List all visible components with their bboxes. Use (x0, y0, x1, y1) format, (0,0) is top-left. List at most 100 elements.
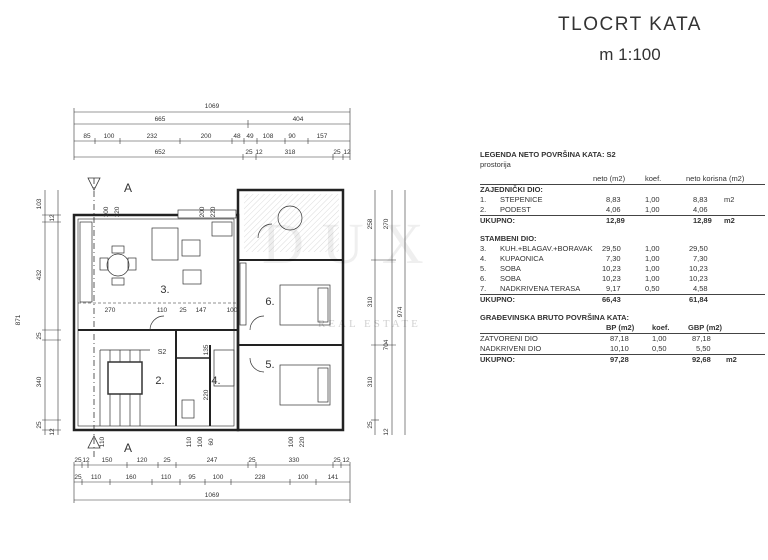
dim-bottom-row2-3: 110 (161, 474, 172, 481)
dim-top-row3-1: 100 (104, 133, 115, 140)
dining-table-icon (106, 253, 130, 277)
dim-left-5: 340 (36, 376, 43, 387)
dim-inner-0: 270 (105, 307, 116, 314)
col-koef2: koef. (652, 323, 670, 332)
legend-row: 6. SOBA 10,23 1,00 10,23 (480, 274, 708, 283)
section-a-top: A (124, 181, 132, 195)
dim-top-overall: 1069 (205, 103, 220, 110)
bruto-title: GRAĐEVINSKA BRUTO POVRŠINA KATA: (480, 313, 630, 322)
wardrobe-icon (239, 262, 247, 326)
col-neto: neto (m2) (593, 174, 626, 183)
section-a-bottom: A (124, 441, 132, 455)
dim-right-2: 310 (367, 296, 374, 307)
room-label-2: 2. (155, 375, 164, 387)
dim-top-row3-7: 90 (288, 133, 296, 140)
bathtub-icon (213, 349, 235, 387)
dim-top-row2-1: 404 (293, 116, 304, 123)
zajednicki-total: UKUPNO: 12,89 12,89 m2 (480, 216, 735, 225)
dim-left-1: 12 (49, 214, 56, 222)
legend-row: 1. STEPENICE 8,83 1,00 8,83 m2 (480, 195, 735, 204)
dim-bottom-overall: 1069 (205, 492, 220, 499)
legend-row: 4. KUPAONICA 7,30 1,00 7,30 (480, 254, 708, 263)
dim-top-row4-1: 25 (245, 149, 253, 156)
dim-right-7: 12 (383, 428, 390, 436)
dim-inner-2: 25 (179, 307, 187, 314)
col-korisna: neto korisna (m2) (686, 174, 745, 183)
dim-bottom-row1-5: 247 (207, 457, 218, 464)
dim-top-row3-3: 200 (201, 133, 212, 140)
dim-bottom-row1-6: 25 (248, 457, 256, 464)
dim-right-5: 310 (367, 376, 374, 387)
stair-label: S2 (158, 349, 167, 356)
bed-room5-icon (279, 364, 331, 406)
dim-inner-1: 110 (157, 307, 168, 314)
dim-top-row3-5: 49 (246, 133, 254, 140)
dim-open-9: 220 (299, 436, 306, 447)
watermark-logo: DUX (262, 211, 442, 276)
dim-bottom-row1-8: 25 (333, 457, 341, 464)
dim-bottom-row1-2: 150 (102, 457, 113, 464)
legend-row: NADKRIVENI DIO 10,10 0,50 5,50 (480, 344, 711, 353)
table-icon (181, 239, 201, 257)
room-label-5: 5. (265, 359, 274, 371)
dim-top-row4-5: 12 (343, 149, 351, 156)
dim-bottom-row1-9: 12 (342, 457, 350, 464)
dim-left-7: 12 (49, 428, 56, 436)
dim-bottom-row2-8: 141 (328, 474, 339, 481)
dim-bottom-row2-5: 100 (213, 474, 224, 481)
bottom-dimensions (73, 462, 351, 503)
sofa-icon (151, 227, 179, 261)
dim-right-6: 25 (367, 421, 374, 429)
window-icon (177, 209, 237, 219)
dim-top-row3-2: 232 (147, 133, 158, 140)
dim-bottom-row2-6: 228 (255, 474, 266, 481)
dim-bottom-row1-3: 120 (137, 457, 148, 464)
col-gbp: GBP (m2) (688, 323, 723, 332)
col-koef: koef. (645, 174, 662, 183)
dim-top-row3-8: 157 (317, 133, 328, 140)
floor-plan: 1069 665 404 85 100 232 200 48 49 108 90… (15, 103, 406, 503)
tv-unit-icon (211, 221, 233, 237)
legend-row: 2. PODEST 4,06 1,00 4,06 (480, 205, 708, 214)
dim-right-3: 704 (383, 339, 390, 350)
dim-left-4: 25 (36, 332, 43, 340)
drawing-scale: m 1:100 (599, 45, 661, 64)
col-bp: BP (m2) (606, 323, 635, 332)
dim-top-row3-6: 108 (263, 133, 274, 140)
toilet-icon (181, 399, 195, 419)
kitchen-counter-icon (79, 221, 93, 303)
dim-right-4: 974 (397, 306, 404, 317)
left-dimensions (42, 190, 61, 435)
dim-open-6: 100 (197, 436, 204, 447)
area-legend: LEGENDA NETO POVRŠINA KATA: S2 prostorij… (480, 150, 765, 365)
armchair-icon (182, 269, 202, 285)
room-label-6: 6. (265, 296, 274, 308)
dim-bottom-row2-7: 100 (298, 474, 309, 481)
section-markers (87, 177, 101, 460)
furniture (79, 205, 331, 426)
dim-top-row4-0: 652 (155, 149, 166, 156)
dim-bottom-row2-1: 110 (91, 474, 102, 481)
stair-landing (107, 361, 143, 395)
terrace-floor (244, 194, 339, 252)
dim-top-row3-0: 85 (83, 133, 91, 140)
dim-bottom-row1-4: 25 (163, 457, 171, 464)
right-dimensions (371, 190, 406, 435)
walls (72, 188, 345, 432)
legend-row: ZATVORENI DIO 87,18 1,00 87,18 (480, 334, 711, 343)
legend-row: 7. NADKRIVENA TERASA 9,17 0,50 4,58 (480, 284, 708, 293)
bed-room6-icon (279, 284, 331, 326)
dim-left-0: 103 (36, 198, 43, 209)
door-swing-icon (249, 315, 265, 331)
dim-open-8: 100 (288, 436, 295, 447)
dim-bottom-row2-0: 25 (74, 474, 82, 481)
dim-left-6: 25 (36, 421, 43, 429)
dim-right-1: 270 (383, 218, 390, 229)
dim-bottom-row2-4: 95 (188, 474, 196, 481)
dim-open-2: 200 (199, 206, 206, 217)
legend-row: 5. SOBA 10,23 1,00 10,23 (480, 264, 708, 273)
dim-open-0: 100 (103, 206, 110, 217)
dim-inner-4: 100 (227, 307, 238, 314)
legend-row: 3. KUH.+BLAGAV.+BORAVAK 29,50 1,00 29,50 (480, 244, 708, 253)
terrace-table-icon (277, 205, 303, 231)
